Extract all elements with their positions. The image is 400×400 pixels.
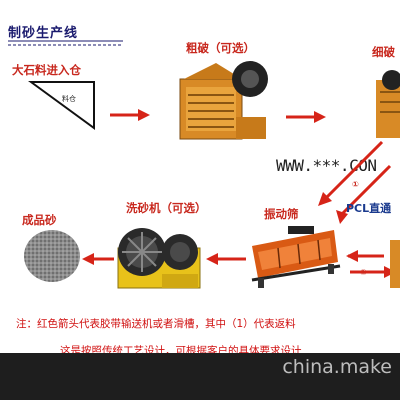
hopper-inner-label: 料仓 xyxy=(62,95,76,103)
fine-crusher-label: 细破 xyxy=(372,45,395,59)
vibrating-screen-image xyxy=(251,226,341,288)
coarse-crusher-label: 粗破（可选） xyxy=(186,41,255,55)
finished-sand-label: 成品砂 xyxy=(22,213,57,227)
arrow-to-finished xyxy=(82,253,114,265)
jaw-crusher-image xyxy=(179,61,268,140)
diagonal-arrows xyxy=(318,140,392,224)
bin-label: 大石料进入仓 xyxy=(12,63,81,77)
note-line-1: 注：红色箭头代表胶带输送机或者滑槽，其中（1）代表返料 xyxy=(16,318,296,330)
return-marker-2: ① xyxy=(360,268,367,277)
sand-washer-label: 洗砂机（可选） xyxy=(126,201,207,215)
finished-sand-image xyxy=(24,230,80,282)
arrow-to-washer xyxy=(206,253,246,265)
footer-watermark: china.make xyxy=(282,356,392,378)
page-title: 制砂生产线 xyxy=(8,26,79,41)
pcl-arrows xyxy=(346,250,396,278)
fine-crusher-image xyxy=(376,70,400,138)
title-underline xyxy=(8,40,123,46)
pcl-label: PCL直通 xyxy=(346,202,392,215)
arrow-to-coarse xyxy=(110,109,150,121)
footer-bar xyxy=(0,353,400,400)
hopper-diagram xyxy=(28,81,95,130)
vibrating-screen-label: 振动筛 xyxy=(264,207,299,221)
sand-washer-image xyxy=(117,228,201,289)
arrow-to-fine xyxy=(286,111,326,123)
return-marker-1: ① xyxy=(352,180,359,189)
pcl-machine-edge xyxy=(390,240,400,288)
